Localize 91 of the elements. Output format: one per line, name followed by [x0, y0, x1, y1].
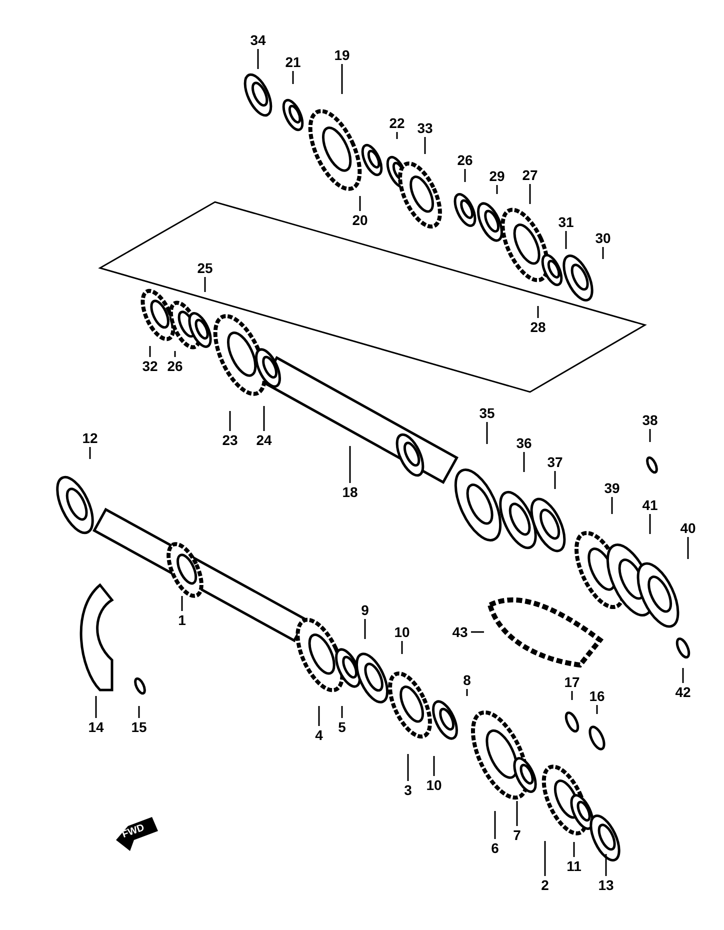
callout-number: 25	[197, 260, 213, 276]
callout-number: 34	[250, 32, 266, 48]
callout-number: 10	[394, 624, 410, 640]
leader-line	[433, 756, 435, 776]
leader-line	[571, 691, 573, 700]
callout-number: 30	[595, 230, 611, 246]
leader-line	[611, 497, 613, 514]
callout-number: 19	[334, 47, 350, 63]
leader-line	[341, 706, 343, 718]
leader-line	[204, 277, 206, 292]
leader-line	[257, 49, 259, 69]
leader-line	[554, 471, 556, 489]
leader-line	[596, 705, 598, 714]
callout-number: 27	[522, 167, 538, 183]
callout-number: 29	[489, 168, 505, 184]
callout-number: 42	[675, 684, 691, 700]
leader-line	[229, 411, 231, 431]
callout-number: 6	[491, 840, 499, 856]
callout-number: 41	[642, 497, 658, 513]
callout-number: 40	[680, 520, 696, 536]
callout-number: 20	[352, 212, 368, 228]
leader-line	[138, 706, 140, 718]
leader-line	[95, 696, 97, 718]
leader-line	[573, 842, 575, 857]
leader-line	[364, 619, 366, 639]
callout-number: 16	[589, 688, 605, 704]
callout-number: 4	[315, 727, 323, 743]
leader-line	[687, 537, 689, 559]
leader-line	[529, 184, 531, 204]
leader-line	[341, 64, 343, 94]
leader-line	[494, 811, 496, 839]
callout-number: 31	[558, 214, 574, 230]
callout-number: 1	[178, 612, 186, 628]
callout-number: 2	[541, 877, 549, 893]
callout-number: 32	[142, 358, 158, 374]
callout-number: 43	[452, 624, 468, 640]
leader-line	[318, 706, 320, 726]
leader-line	[649, 429, 651, 442]
leader-line	[565, 231, 567, 249]
callout-number: 10	[426, 777, 442, 793]
leader-line	[359, 196, 361, 211]
callout-number: 36	[516, 435, 532, 451]
leader-line	[537, 306, 539, 318]
leader-line	[149, 346, 151, 357]
callout-number: 35	[479, 405, 495, 421]
leader-line	[605, 854, 607, 876]
callout-number: 3	[404, 782, 412, 798]
leader-line	[349, 446, 351, 483]
callout-number: 12	[82, 430, 98, 446]
callout-number: 13	[598, 877, 614, 893]
callout-number: 22	[389, 115, 405, 131]
callout-number: 39	[604, 480, 620, 496]
leader-line	[424, 137, 426, 154]
leader-line	[263, 406, 265, 431]
leader-line	[464, 169, 466, 182]
direction-label: FWD	[120, 822, 146, 841]
leader-line	[89, 447, 91, 459]
callout-number: 15	[131, 719, 147, 735]
callout-number: 18	[342, 484, 358, 500]
callout-number: 11	[566, 858, 582, 874]
callout-number: 9	[361, 602, 369, 618]
callout-number: 37	[547, 454, 563, 470]
callout-number: 33	[417, 120, 433, 136]
callout-number: 38	[642, 412, 658, 428]
leader-line	[181, 596, 183, 611]
leader-line	[523, 452, 525, 472]
callout-number: 17	[564, 674, 580, 690]
callout-number: 8	[463, 672, 471, 688]
leader-line	[471, 631, 484, 633]
leader-line	[486, 422, 488, 444]
callout-number: 23	[222, 432, 238, 448]
callout-number: 26	[167, 358, 183, 374]
leader-line	[401, 641, 403, 654]
callout-number: 5	[338, 719, 346, 735]
leader-line	[174, 351, 176, 357]
leader-line	[682, 668, 684, 683]
callout-number: 14	[88, 719, 104, 735]
callout-number: 26	[457, 152, 473, 168]
leader-line	[516, 801, 518, 826]
leader-line	[407, 754, 409, 781]
leader-line	[544, 841, 546, 876]
leader-line	[649, 514, 651, 534]
leader-line	[466, 689, 468, 696]
callout-number: 21	[285, 54, 301, 70]
callout-number: 7	[513, 827, 521, 843]
leader-line	[496, 185, 498, 194]
leader-line	[292, 71, 294, 84]
leader-line	[396, 132, 398, 139]
callout-number: 28	[530, 319, 546, 335]
leader-line	[602, 247, 604, 259]
callout-number: 24	[256, 432, 272, 448]
